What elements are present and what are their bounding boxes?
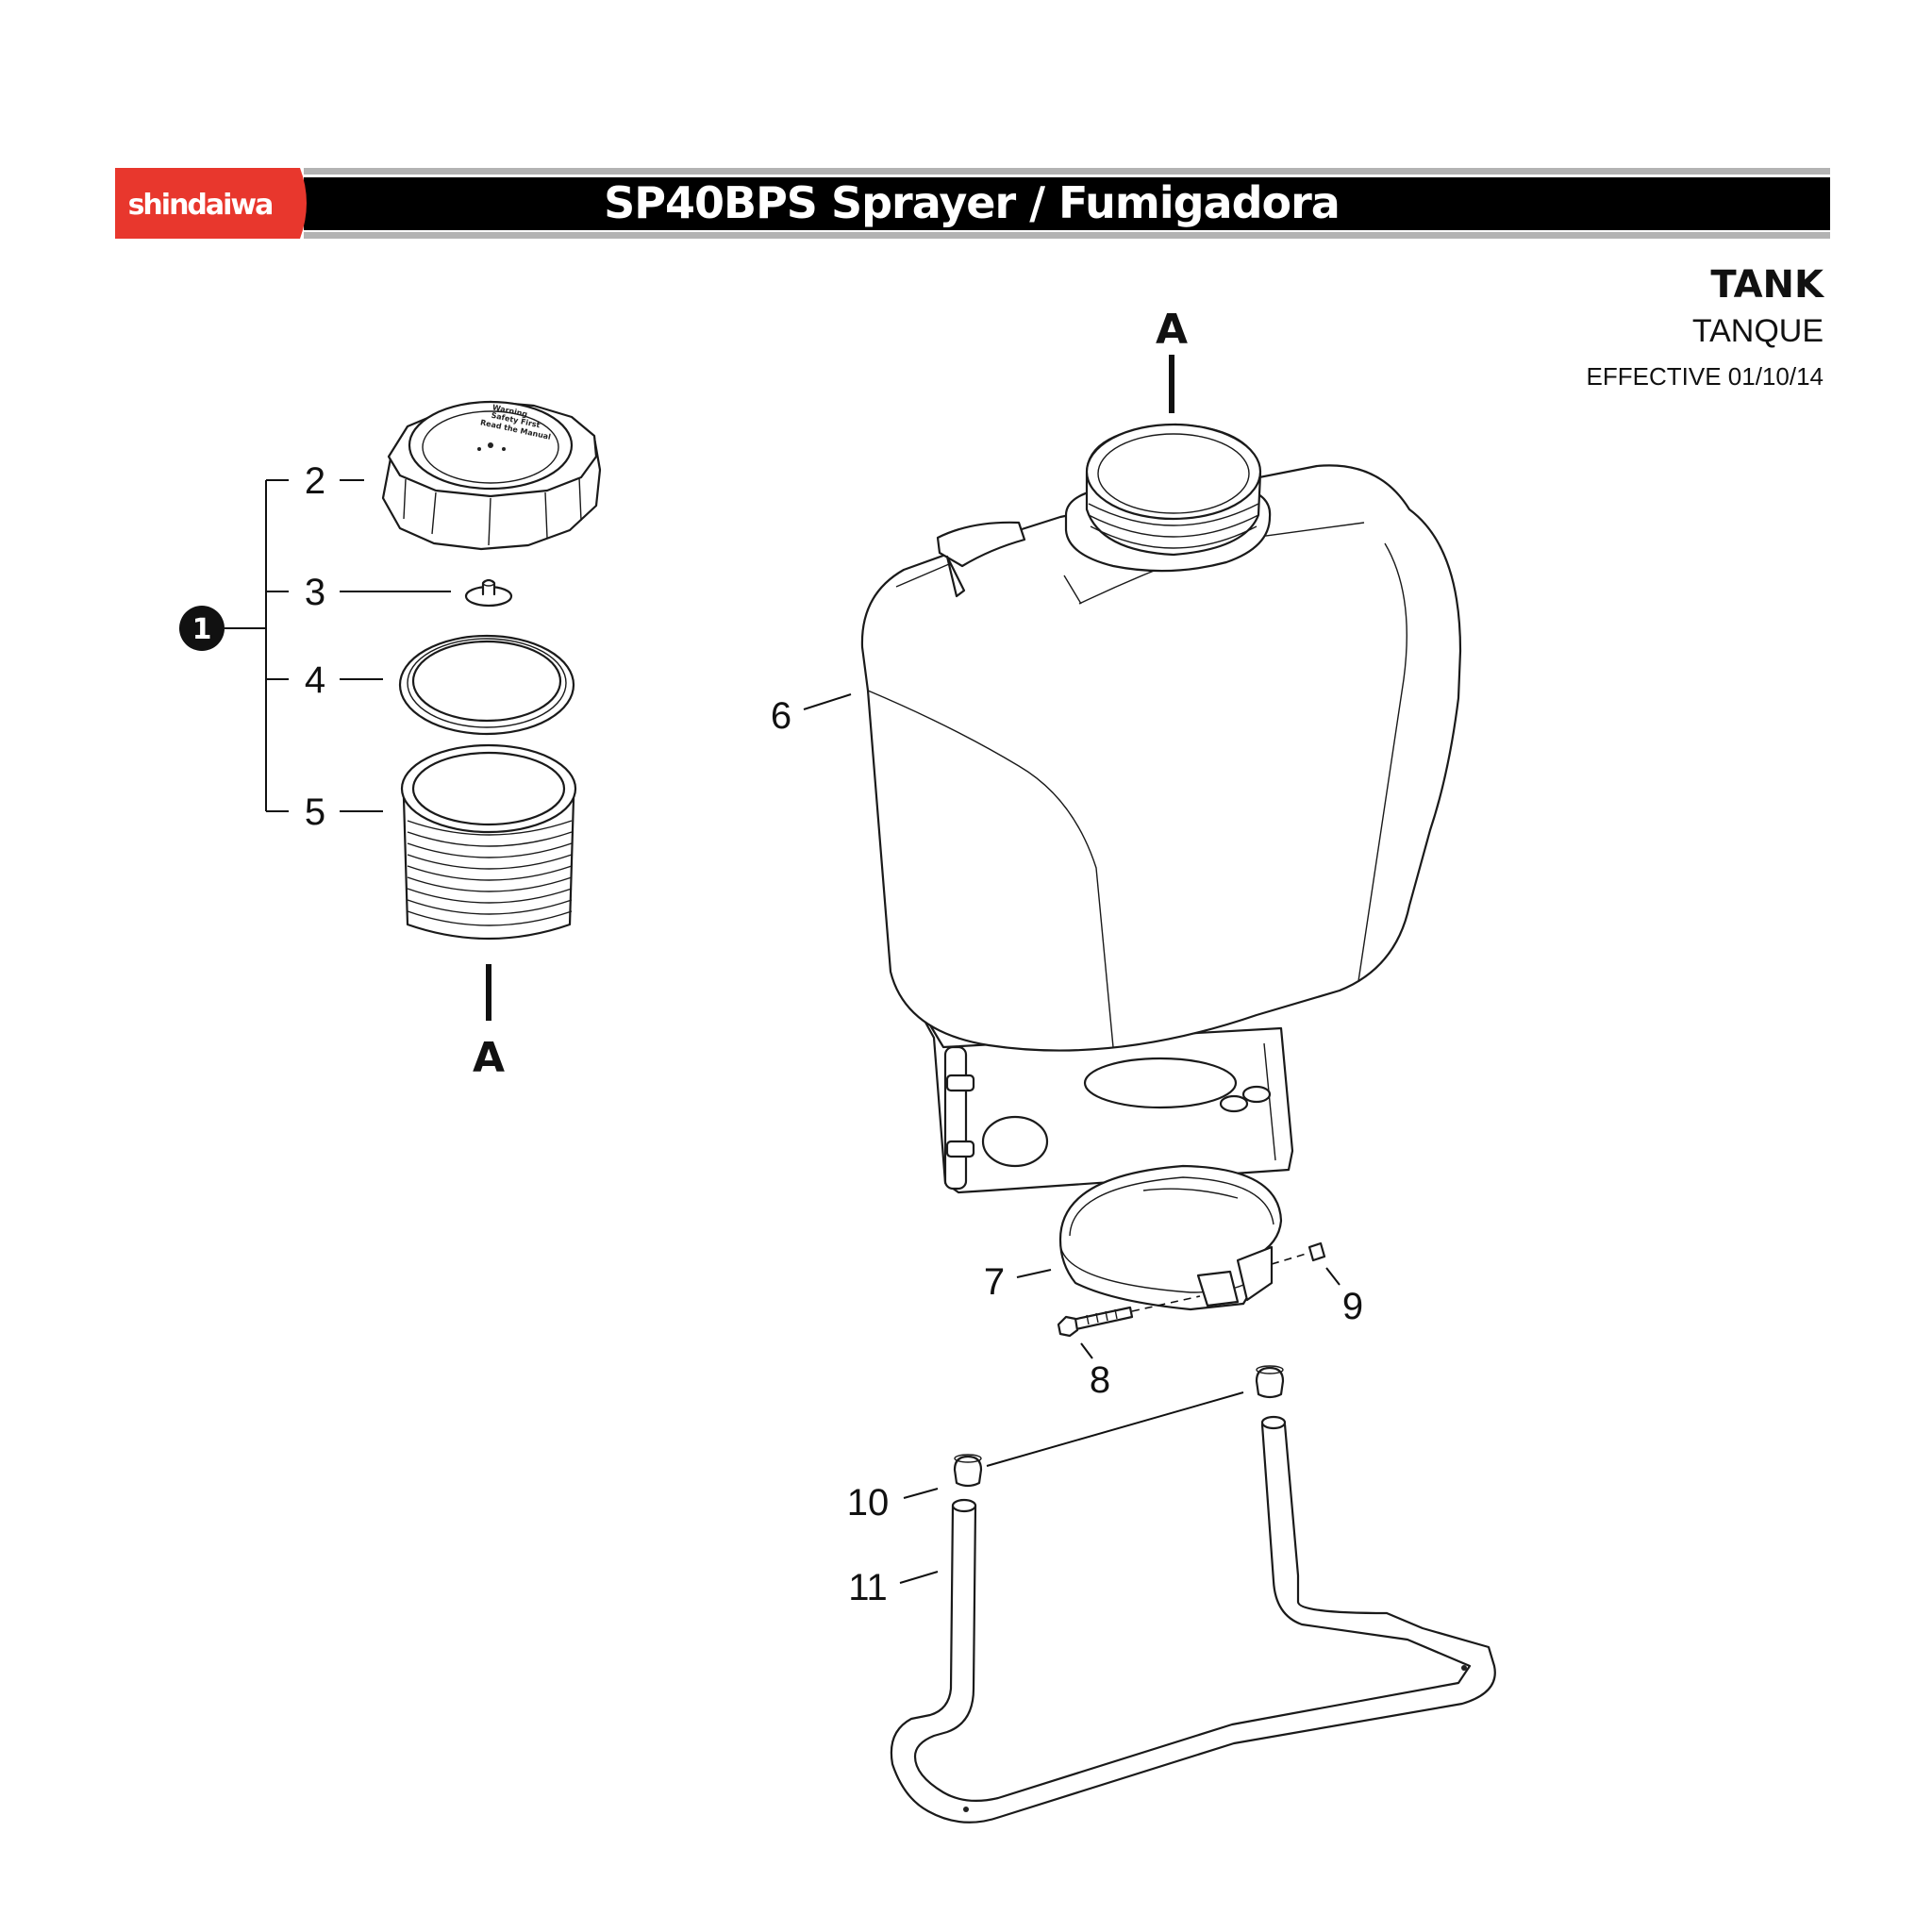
effective-date: EFFECTIVE 01/10/14	[1587, 362, 1824, 391]
callout-8: 8	[1090, 1359, 1110, 1401]
page-title: SP40BPS Sprayer / Fumigadora	[604, 177, 1340, 228]
tank-cap-icon: Warning Safety First Read the Manual	[381, 400, 602, 551]
spray-tank-icon	[860, 423, 1462, 1194]
callout-5: 5	[305, 791, 325, 833]
rubber-cap-icon	[953, 1365, 1285, 1488]
section-title: TANK	[1710, 263, 1825, 307]
reference-mark-top: A	[1156, 306, 1188, 354]
brand-logo: shindaiwa	[128, 189, 273, 222]
section-subtitle: TANQUE	[1692, 313, 1824, 349]
gasket-ring-icon	[398, 634, 575, 736]
header-rule-top	[304, 168, 1830, 175]
callout-6: 6	[771, 695, 791, 737]
strainer-basket-icon	[400, 743, 577, 941]
callout-10: 10	[847, 1482, 890, 1524]
callout-3: 3	[305, 572, 325, 613]
callout-9: 9	[1342, 1286, 1363, 1327]
reference-mark-bottom: A	[473, 1034, 505, 1082]
base-frame-icon	[890, 1415, 1496, 1824]
assembly-badge	[179, 606, 225, 651]
brand-badge	[115, 168, 307, 239]
callout-2: 2	[305, 460, 325, 502]
header-bar	[304, 177, 1830, 230]
callout-4: 4	[305, 659, 325, 701]
nut-icon	[1271, 1241, 1326, 1265]
callout-11: 11	[848, 1567, 888, 1608]
assembly-number: 1	[192, 613, 212, 646]
callout-7: 7	[984, 1261, 1005, 1303]
assembly-bracket: 1	[179, 479, 289, 812]
header-banner: shindaiwa SP40BPS Sprayer / Fumigadora	[115, 168, 1830, 239]
tank-band-icon	[1058, 1164, 1283, 1311]
bolt-icon	[1057, 1295, 1201, 1338]
vent-valve-icon	[464, 578, 513, 608]
header-rule-bottom	[304, 232, 1830, 239]
